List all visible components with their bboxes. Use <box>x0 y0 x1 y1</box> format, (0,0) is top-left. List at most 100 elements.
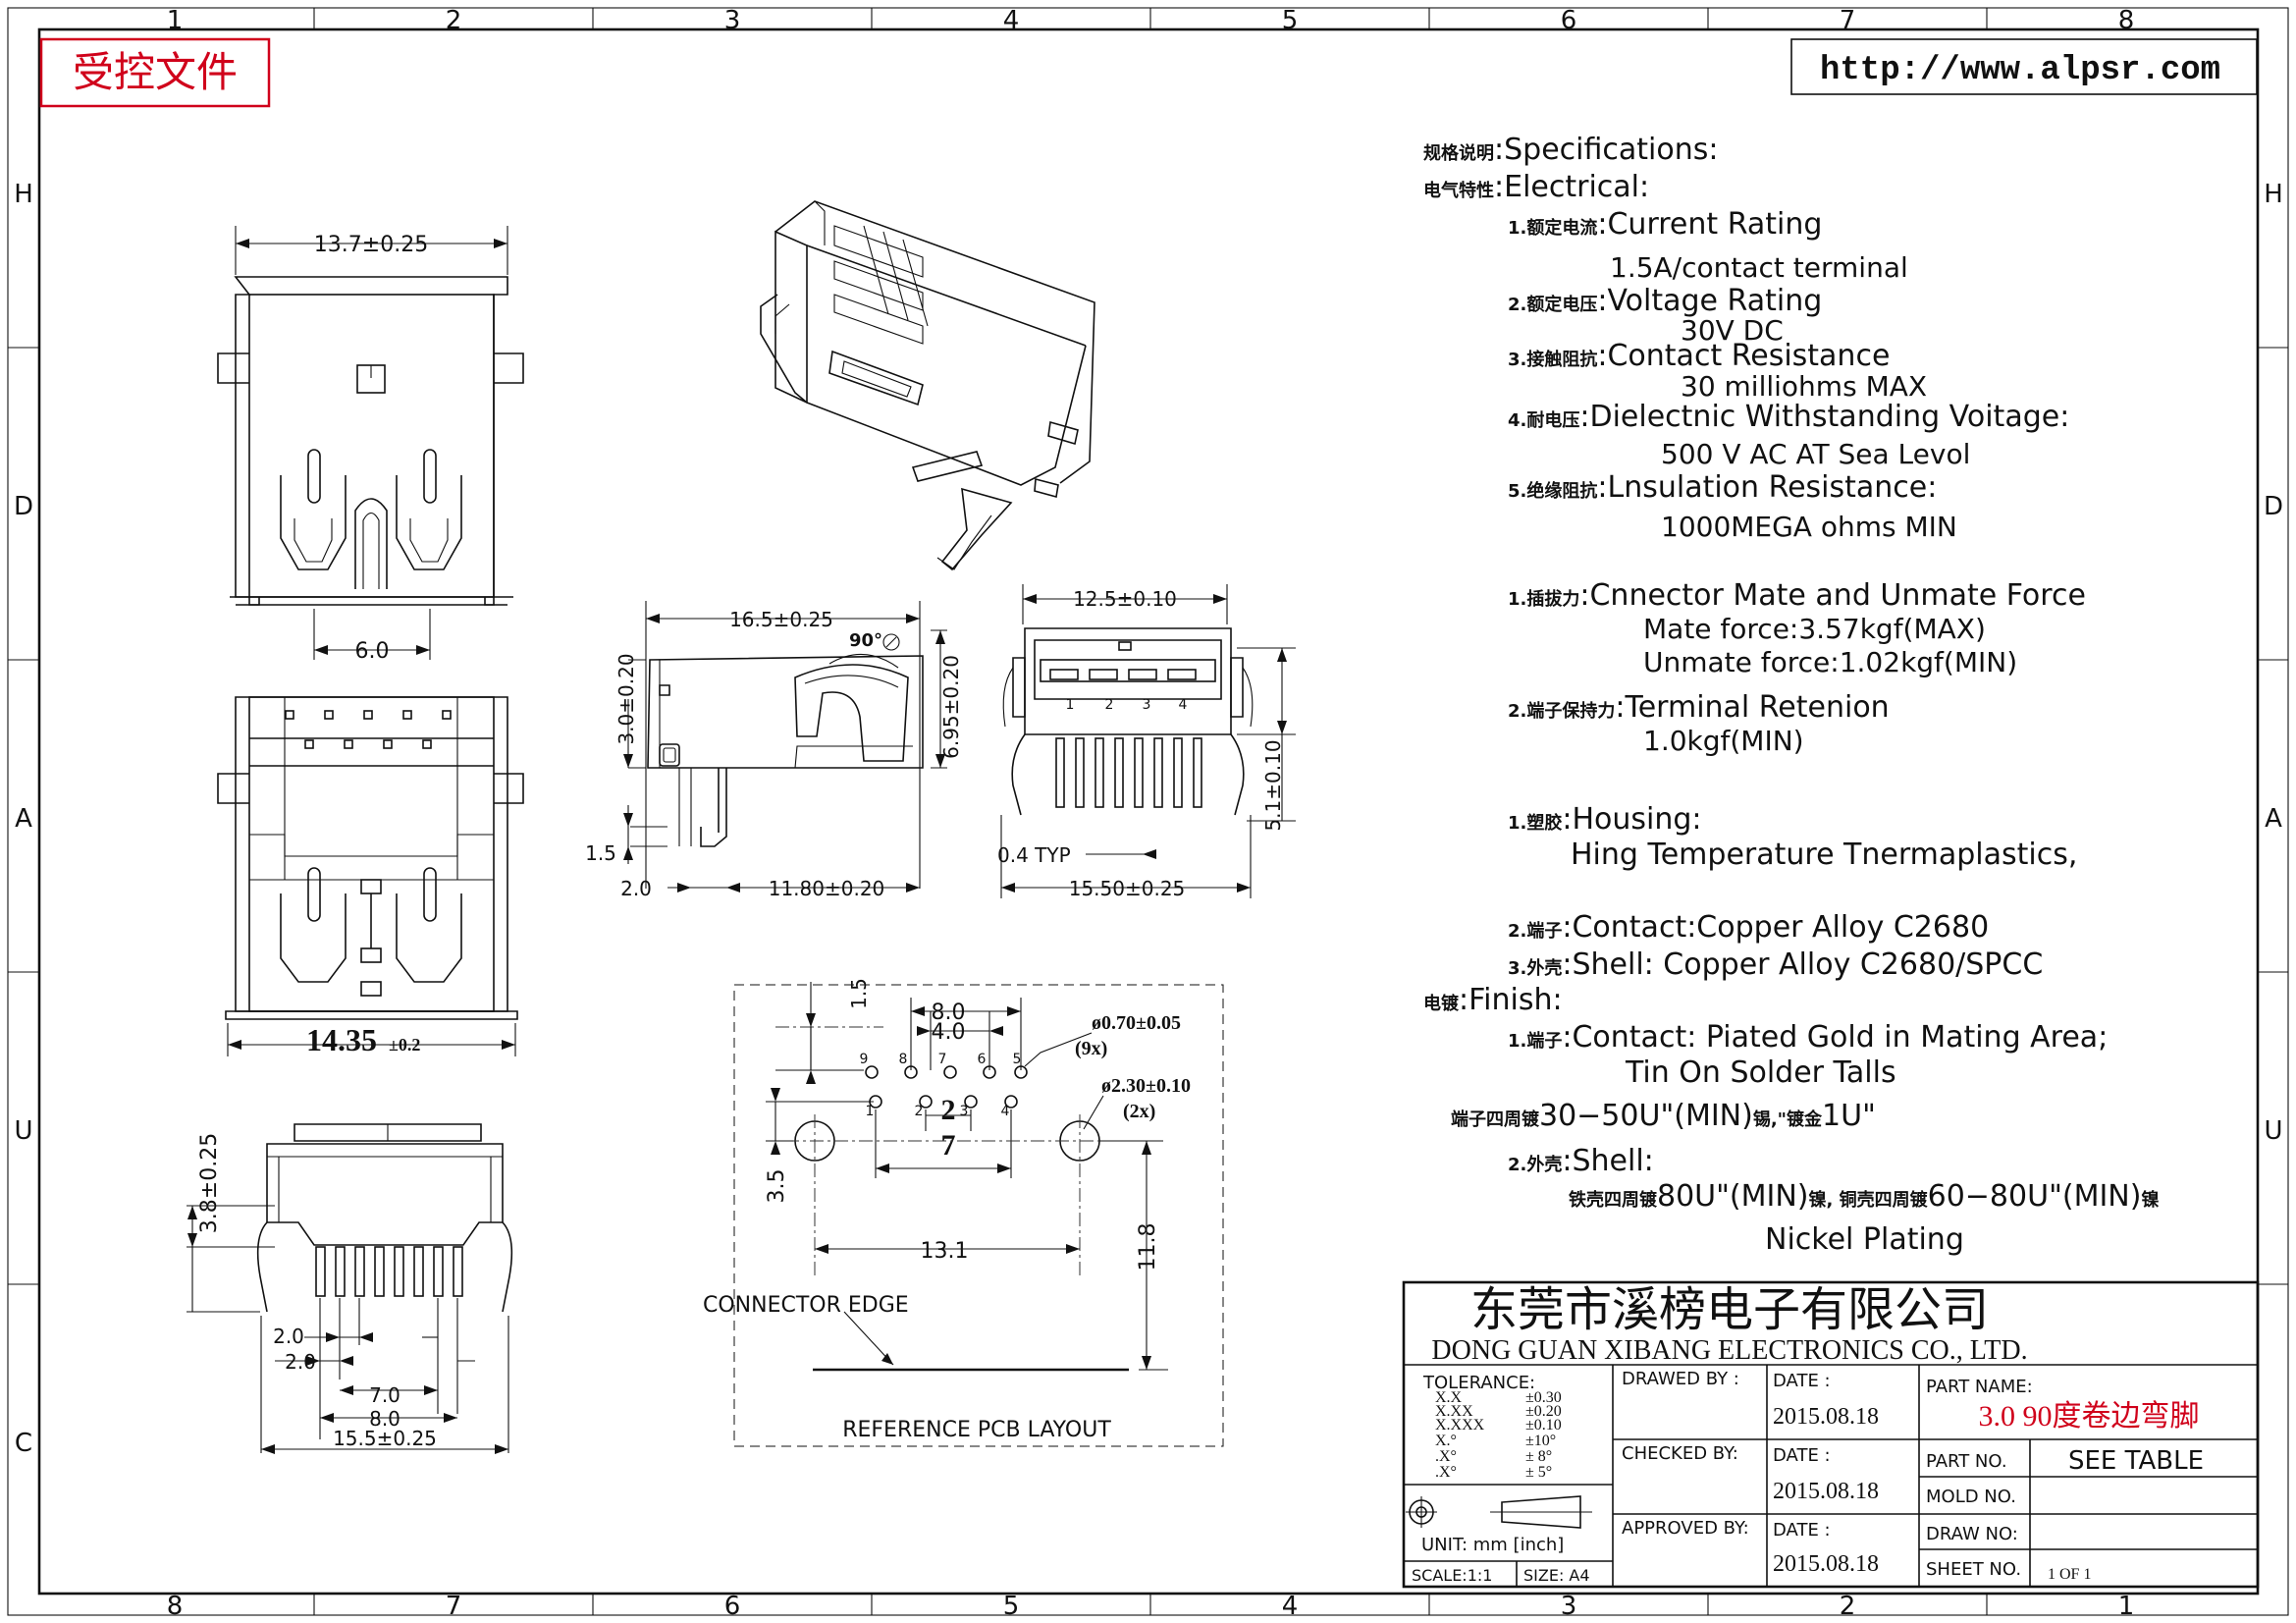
company-name-cn: 东莞市溪榜电子有限公司 <box>1470 1284 1989 1336</box>
part-no-label: PART NO. <box>1926 1451 2007 1472</box>
spec-mate-force: 1.插拔力:Cnnector Mate and Unmate Force <box>1508 578 2086 613</box>
pcb-hole-small-qty: (9x) <box>1075 1038 1107 1059</box>
drawn-by-label: DRAWED BY : <box>1622 1369 1739 1389</box>
projection-symbol-icon <box>1406 1495 1592 1529</box>
dim-pcb-d2: 8.0 <box>932 1001 966 1025</box>
title-block: 东莞市溪榜电子有限公司 DONG GUAN XIBANG ELECTRONICS… <box>1402 1280 2260 1589</box>
dim-pcb-d1: 1.5 <box>847 978 871 1009</box>
col-number-top: 4 <box>1003 6 1020 35</box>
tolerance-key: X.X <box>1435 1389 1463 1406</box>
date-label: DATE : <box>1773 1445 1831 1466</box>
approved-by-label: APPROVED BY: <box>1622 1518 1749 1539</box>
spec-heading: 规格说明:Specifications: <box>1423 133 1718 167</box>
tolerance-key: .X° <box>1435 1448 1457 1465</box>
url-box: http://www.alpsr.com <box>1790 38 2258 95</box>
spec-shell-material: 3.外壳:Shell: Copper Alloy C2680/SPCC <box>1508 947 2043 982</box>
dim-rear-base: 15.50±0.25 <box>1069 877 1186 900</box>
rear-pin-label: 3 <box>1143 697 1151 713</box>
tolerance-value: ±0.10 <box>1525 1417 1562 1434</box>
sheet-no-value: 1 OF 1 <box>2048 1566 2091 1583</box>
row-letter-right: H <box>2264 180 2283 209</box>
part-name-label: PART NAME: <box>1926 1377 2033 1397</box>
tolerance-value: ±0.20 <box>1525 1403 1562 1420</box>
pcb-pin-label: 8 <box>899 1052 908 1067</box>
col-number-top: 7 <box>1840 6 1856 35</box>
spec-contact-material: 2.端子:Contact:Copper Alloy C2680 <box>1508 910 1989 945</box>
sheet-no-label: SHEET NO. <box>1926 1559 2021 1580</box>
dim-side-d5: 15.5±0.25 <box>333 1427 437 1450</box>
draw-no-label: DRAW NO: <box>1926 1524 2018 1544</box>
dim-side-d2: 2.0 <box>285 1350 316 1374</box>
spec-finish-plating: 端子四周镀30−50U"(MIN)锡,"镀金1U" <box>1451 1099 1876 1133</box>
col-number-top: 8 <box>2118 6 2135 35</box>
dim-front-pitch: 6.0 <box>355 639 390 664</box>
stamp-text: 受控文件 <box>73 50 238 96</box>
spec-electrical: 电气特性:Electrical: <box>1423 170 1649 204</box>
dim-bottom-tolerance: ±0.2 <box>389 1035 420 1055</box>
dim-profile-h2: 6.95±0.20 <box>939 655 963 759</box>
col-number-top: 5 <box>1282 6 1299 35</box>
rear-pin-label: 4 <box>1179 697 1188 713</box>
dim-front-width: 13.7±0.25 <box>314 233 428 257</box>
stamp-frame <box>39 37 271 108</box>
row-letter-left: A <box>15 804 32 834</box>
spec-nickel-plating: Nickel Plating <box>1765 1222 1964 1257</box>
spec-voltage: 2.额定电压:Voltage Rating <box>1508 284 1822 318</box>
col-number-bottom: 4 <box>1282 1592 1299 1621</box>
tolerance-value: ± 5° <box>1525 1464 1552 1481</box>
spec-unmate-value: Unmate force:1.02kgf(MIN) <box>1643 646 2017 678</box>
dim-side-d3: 7.0 <box>369 1383 400 1407</box>
spec-finish-contact-2: Tin On Solder Talls <box>1625 1055 1896 1090</box>
dim-pcb-d7: 13.1 <box>921 1239 969 1264</box>
dim-profile-length: 16.5±0.25 <box>729 608 833 631</box>
tolerance-label: TOLERANCE: <box>1422 1373 1535 1393</box>
dim-rear-width: 12.5±0.10 <box>1073 587 1177 611</box>
spec-insulation-value: 1000MEGA ohms MIN <box>1661 511 1957 543</box>
size-label: SIZE: A4 <box>1523 1566 1590 1585</box>
isometric-view <box>760 200 1095 571</box>
dim-pcb-d4: 2 <box>941 1094 956 1126</box>
pcb-layout-title: REFERENCE PCB LAYOUT <box>842 1418 1111 1442</box>
spec-contact-resistance: 3.接触阻抗:Contact Resistance <box>1508 339 1890 373</box>
pcb-layout-frame <box>733 984 1224 1447</box>
spec-retention: 2.端子保持力:Terminal Retenion <box>1508 690 1890 725</box>
col-number-bottom: 3 <box>1561 1592 1577 1621</box>
spec-dielectric-value: 500 V AC AT Sea Levol <box>1661 438 1970 470</box>
tolerance-key: .X° <box>1435 1464 1457 1481</box>
tolerance-key: X.° <box>1435 1433 1457 1449</box>
pcb-hole-large-qty: (2x) <box>1123 1101 1155 1122</box>
pcb-pin-label: 2 <box>915 1104 924 1119</box>
pcb-pin-label: 4 <box>1001 1104 1010 1119</box>
col-number-top: 3 <box>724 6 741 35</box>
pcb-pin-label: 5 <box>1013 1052 1022 1067</box>
scale-label: SCALE:1:1 <box>1412 1566 1492 1585</box>
drawing-border: 1 2 3 4 5 6 7 8 8 7 6 5 4 3 2 1 H D A U … <box>7 6 2289 1621</box>
tolerance-value: ±10° <box>1525 1433 1556 1449</box>
spec-finish-shell: 2.外壳:Shell: <box>1508 1144 1654 1178</box>
pcb-pin-label: 1 <box>866 1104 875 1119</box>
rear-view: 12.5±0.10 1 2 3 4 5.1±0.10 <box>997 584 1296 900</box>
tolerance-value: ± 8° <box>1525 1448 1552 1465</box>
angle-marker-icon <box>882 633 900 651</box>
date-drawn: 2015.08.18 <box>1773 1404 1879 1430</box>
pcb-hole-small: ø0.70±0.05 <box>1092 1012 1181 1034</box>
bottom-view: 14.35 ±0.2 <box>217 696 524 1057</box>
pcb-layout: 1.5 8.0 4.0 ø0.70±0.05 (9x) 9 8 7 6 5 1 … <box>703 978 1224 1447</box>
pcb-pin-label: 6 <box>978 1052 987 1067</box>
controlled-document-stamp: 受控文件 <box>39 37 271 108</box>
dim-profile-h1: 3.0±0.20 <box>614 653 638 744</box>
spec-current-value: 1.5A/contact terminal <box>1610 251 1908 284</box>
row-letter-left: D <box>14 492 33 521</box>
pcb-pin-label: 9 <box>860 1052 869 1067</box>
dim-profile-p1: 1.5 <box>585 841 616 865</box>
tolerance-key: X.XX <box>1435 1403 1473 1420</box>
dim-rear-typ: 0.4 TYP <box>997 843 1071 867</box>
specifications: 规格说明:Specifications: 电气特性:Electrical: 1.… <box>1423 133 2159 1257</box>
tolerance-key: X.XXX <box>1435 1417 1485 1434</box>
row-letter-right: U <box>2264 1116 2282 1146</box>
dim-side-height: 3.8±0.25 <box>197 1133 222 1233</box>
row-letter-left: U <box>14 1116 32 1146</box>
dim-pcb-d3: 4.0 <box>932 1020 966 1045</box>
dim-rear-height: 5.1±0.10 <box>1261 739 1285 831</box>
